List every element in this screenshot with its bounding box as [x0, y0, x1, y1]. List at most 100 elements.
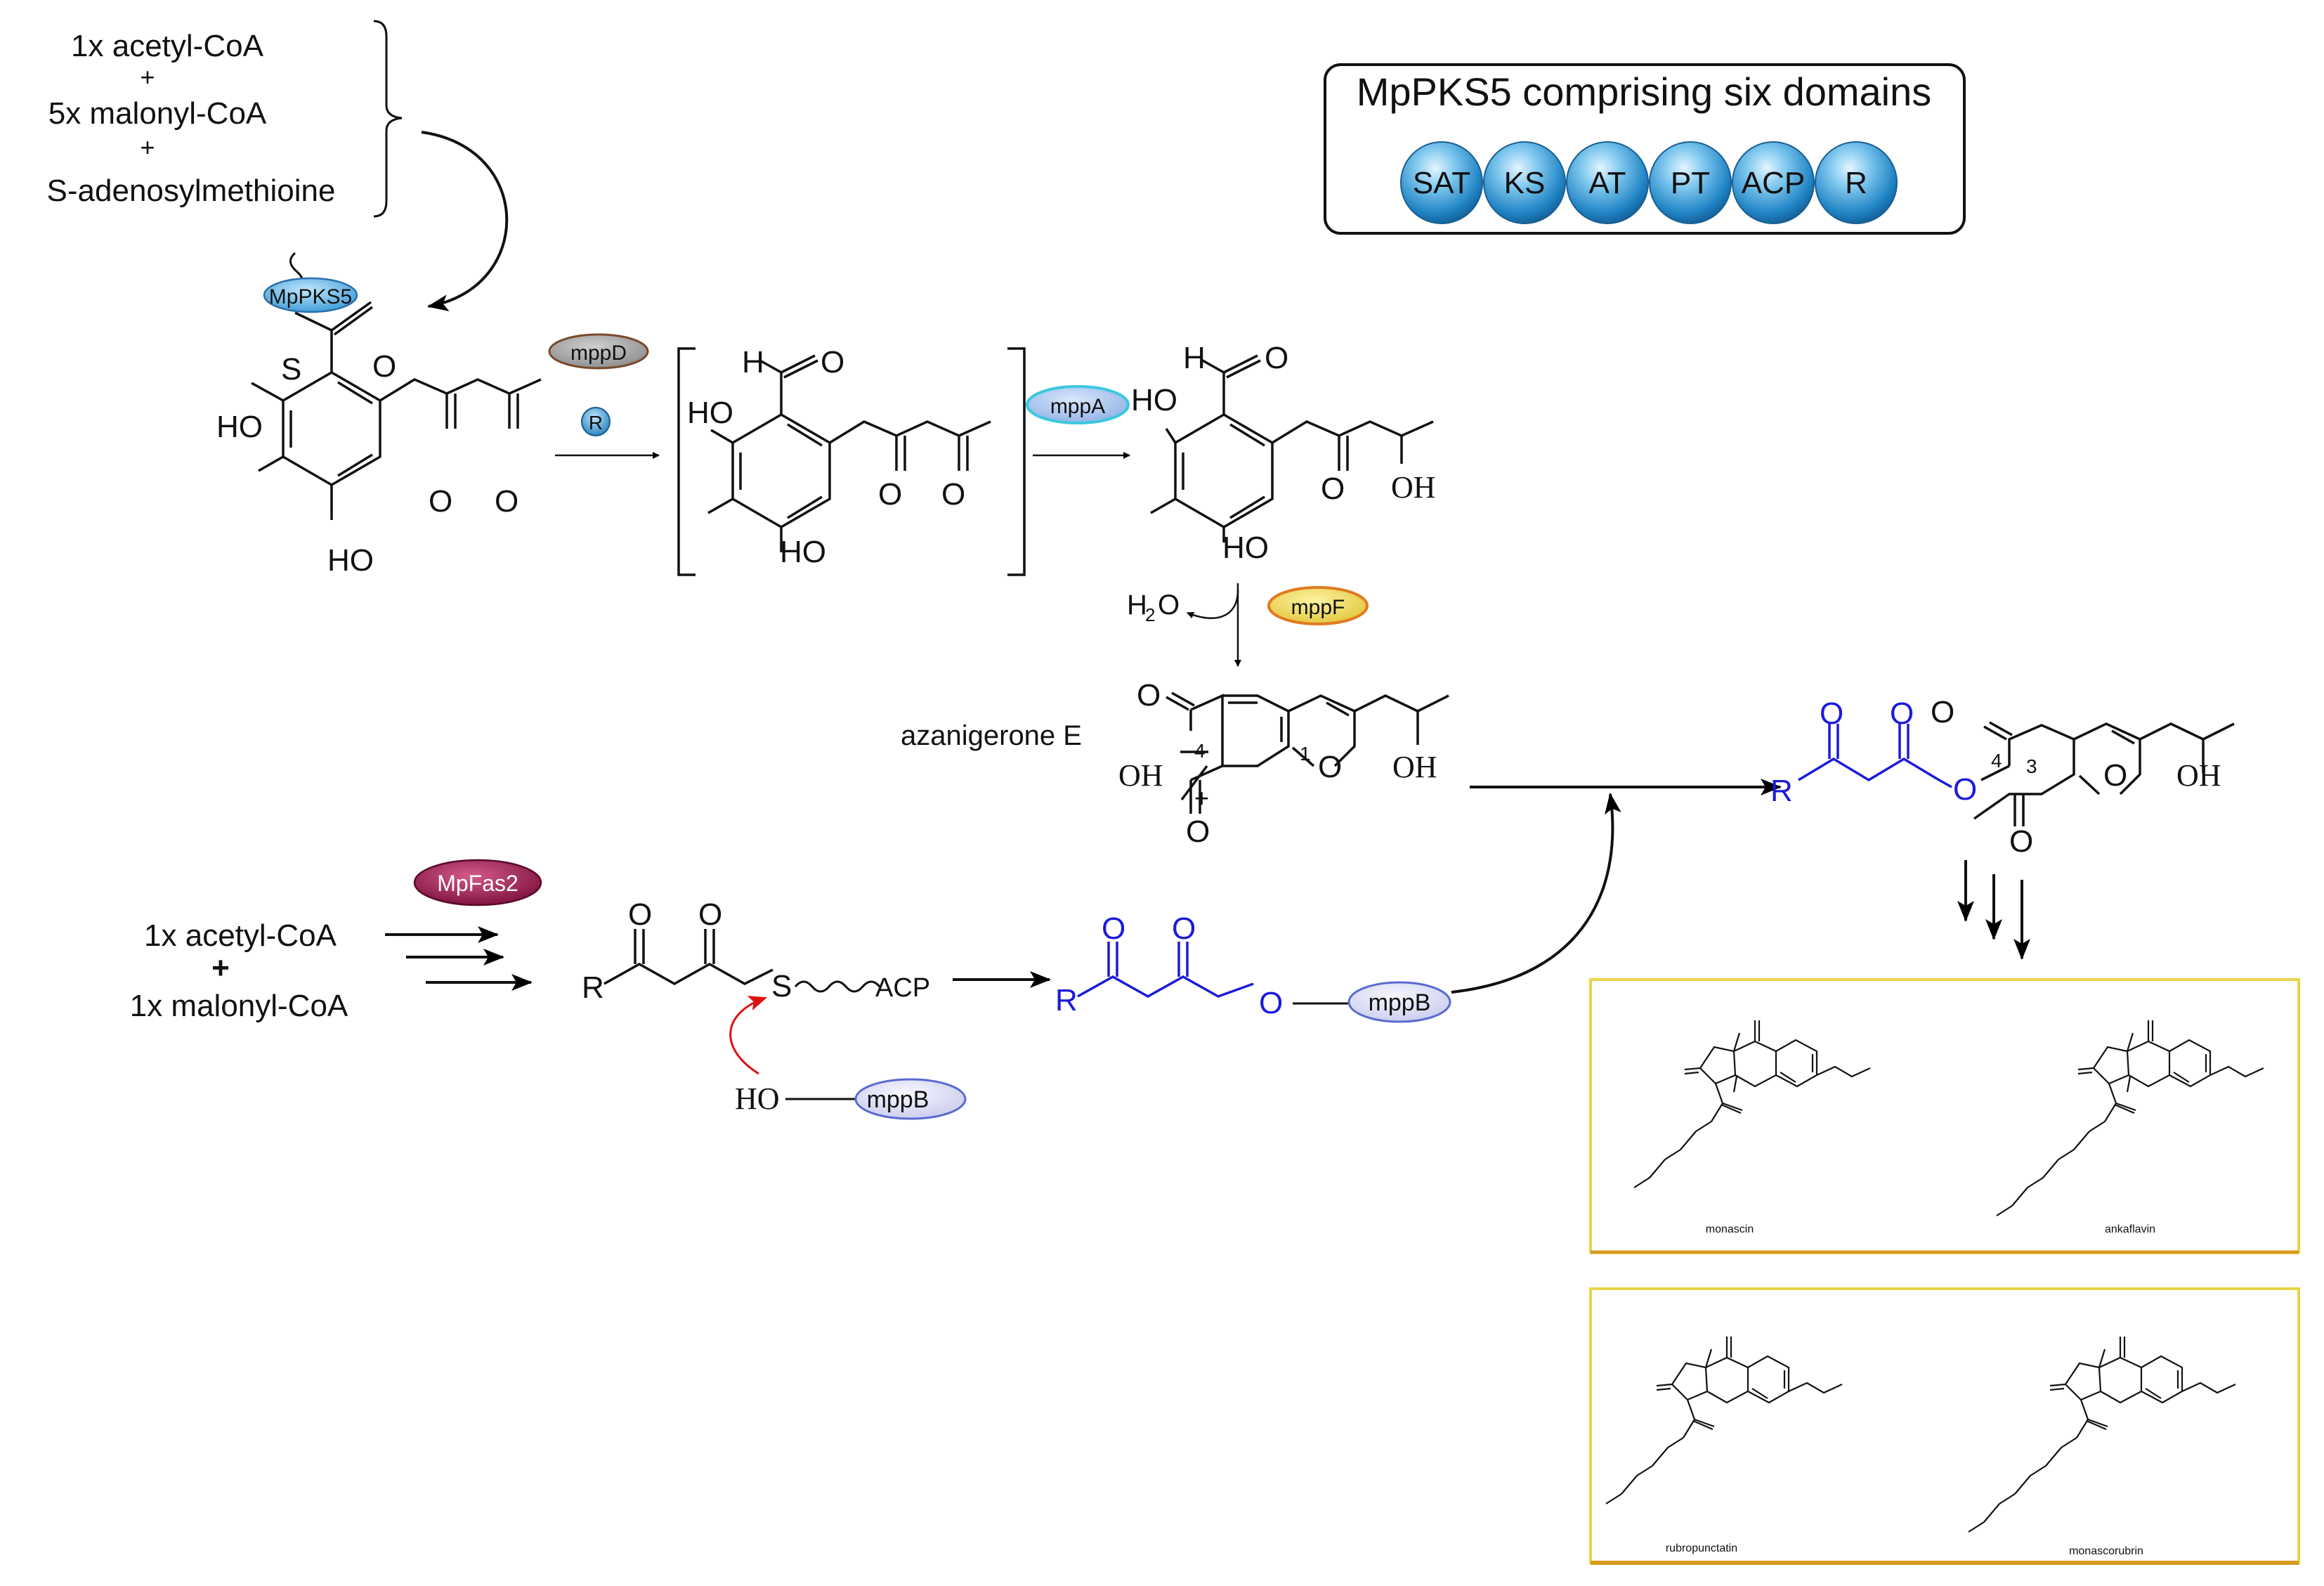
atom-o: O	[2009, 824, 2033, 859]
plus-sign: +	[1194, 784, 1209, 812]
water-subscript: 2	[1145, 604, 1155, 625]
domain-label: AT	[1589, 166, 1626, 200]
domain-label: PT	[1671, 166, 1710, 200]
atom-o: O	[698, 897, 722, 932]
acetyl-coa-label: 1x acetyl-CoA	[71, 29, 264, 63]
malonyl-coa-label: 1x malonyl-CoA	[130, 989, 348, 1023]
atom-o: O	[2103, 758, 2127, 793]
atom-r: R	[1770, 774, 1793, 808]
atom-o: O	[372, 349, 396, 384]
atom-o: O	[1820, 696, 1843, 731]
azanigerone-e-atoms: O OH 4 + 1 O OH O	[1118, 678, 1437, 849]
esterified-product	[1798, 721, 2235, 826]
azanigerone-e-label: azanigerone E	[901, 720, 1082, 751]
atom-o: O	[628, 897, 652, 932]
mppks5-label: MpPKS5	[269, 285, 352, 308]
water-o: O	[1158, 590, 1180, 620]
locant-4: 4	[1194, 740, 1206, 762]
water-h: H	[1127, 590, 1147, 620]
r-domain-label: R	[589, 412, 603, 434]
domain-label: R	[1845, 166, 1867, 200]
locant-4: 4	[1991, 750, 2002, 772]
atom-oh: OH	[1392, 750, 1437, 784]
domain-label: SAT	[1413, 166, 1470, 200]
acp-label: ACP	[875, 973, 930, 1003]
acetyl-coa-label: 1x acetyl-CoA	[144, 918, 337, 953]
atom-ho: HO	[687, 396, 733, 430]
mppb-enzyme-1: mppB	[854, 1078, 967, 1120]
atom-ho: HO	[216, 410, 263, 444]
fas-arrows	[385, 926, 533, 991]
atom-o: O	[1137, 678, 1161, 713]
locant-3: 3	[2026, 755, 2037, 777]
bracket-left	[677, 347, 696, 576]
atom-o: O	[1259, 986, 1283, 1020]
mppb-hydroxyl: HO	[735, 1081, 857, 1116]
locant-1: 1	[1300, 743, 1311, 765]
azaphilone-structure	[1633, 1020, 1871, 1188]
acyl-transfer-arrow	[1451, 793, 1621, 994]
atom-o: O	[1265, 341, 1288, 375]
mppf-label: mppF	[1291, 596, 1345, 619]
mpfas2-enzyme: MpFas2	[413, 859, 542, 906]
atom-o: O	[1172, 911, 1196, 946]
atom-oh: OH	[1118, 758, 1163, 793]
domain-bead	[1566, 141, 1649, 224]
atom-o: O	[1953, 772, 1977, 807]
product-box-azaphilone-orange	[1589, 1287, 2300, 1565]
substrate-brace	[373, 20, 403, 218]
atom-s: S	[281, 352, 301, 386]
mppa-label: mppA	[1050, 395, 1105, 418]
domain-box-title: MpPKS5 comprising six domains	[1357, 70, 1932, 114]
mppb-label: mppB	[1369, 989, 1431, 1016]
acyl-acp-atoms: R O O S ACP	[582, 897, 930, 1005]
loading-arrow	[421, 131, 509, 312]
monascin-label: monascin	[1706, 1223, 1754, 1235]
atom-r: R	[1055, 983, 1078, 1018]
azaphilone-structure	[1605, 1337, 1843, 1504]
plus-sign: +	[140, 63, 155, 91]
atom-s: S	[771, 969, 792, 1003]
monascorubrin-label: monascorubrin	[2069, 1545, 2143, 1557]
aldehyde-intermediate	[707, 354, 991, 552]
water-loss-arrow	[1187, 590, 1239, 619]
dehydration-step: H 2 O	[1127, 583, 1241, 667]
atom-oh: OH	[1391, 470, 1436, 505]
atom-h: H	[1183, 341, 1206, 375]
malonyl-coa-label: 5x malonyl-CoA	[48, 96, 267, 131]
atom-ho: HO	[1131, 383, 1177, 417]
azaphilone-structure	[1996, 1020, 2264, 1216]
domain-label: ACP	[1742, 166, 1805, 200]
domain-bead	[1400, 141, 1483, 224]
downstream-arrows	[1957, 860, 2030, 960]
sam-label: S-adenosylmethioine	[47, 174, 336, 208]
nucleophilic-attack-arrow	[729, 996, 767, 1075]
atom-h: H	[742, 345, 764, 379]
atom-ho: HO	[780, 535, 826, 569]
domain-bead	[1732, 141, 1815, 224]
mppks5-enzyme: MpPKS5	[263, 277, 358, 313]
atom-ho: HO	[327, 543, 374, 578]
r-domain-bead: R	[581, 407, 611, 436]
mppd-enzyme: mppD	[548, 333, 649, 370]
pks-domain-box: MpPKS5 comprising six domains SAT KS AT PT A…	[1324, 63, 1966, 235]
atom-o: O	[878, 477, 902, 512]
acyl-acp-intermediate	[603, 929, 881, 993]
enzyme-bound-intermediate	[251, 252, 542, 520]
domain-label: KS	[1504, 166, 1546, 200]
atom-o: O	[821, 345, 844, 379]
domain-beads: SAT KS AT PT ACP R	[1400, 141, 1898, 224]
mppb-enzyme-2: mppB	[1347, 981, 1451, 1023]
product-labels: monascin ankaflavin rubropunctatin monas…	[1666, 1223, 2155, 1557]
mppf-enzyme: mppF	[1267, 586, 1369, 625]
atom-o: O	[1931, 695, 1954, 729]
domain-bead	[1649, 141, 1732, 224]
atom-o: O	[1186, 814, 1210, 849]
atom-o: O	[1890, 696, 1914, 731]
azaphilone-structure	[1968, 1337, 2236, 1533]
domain-bead	[1483, 141, 1566, 224]
atom-oh: OH	[2176, 758, 2221, 793]
ankaflavin-label: ankaflavin	[2105, 1223, 2155, 1235]
